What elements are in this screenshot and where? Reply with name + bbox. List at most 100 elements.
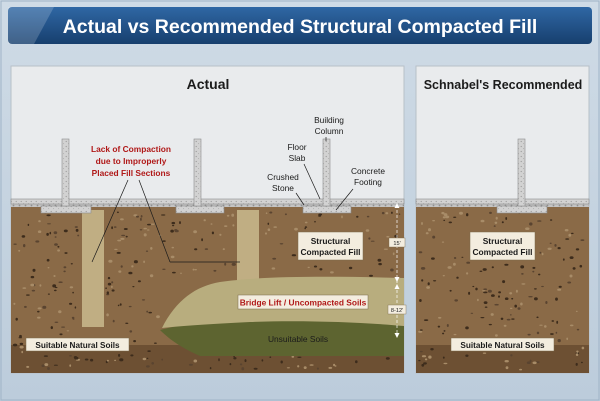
soil-pebble xyxy=(47,293,51,295)
soil-pebble xyxy=(511,318,515,320)
soil-pebble xyxy=(565,238,570,240)
soil-pebble xyxy=(483,291,488,294)
soil-pebble xyxy=(142,357,147,361)
soil-pebble xyxy=(264,232,268,235)
soil-pebble xyxy=(105,287,107,290)
soil-pebble xyxy=(509,314,512,316)
unsuitable-soils-layer xyxy=(160,319,404,356)
soil-pebble xyxy=(461,256,464,258)
soil-pebble xyxy=(203,219,206,222)
soil-pebble xyxy=(231,262,236,266)
soil-pebble xyxy=(466,261,471,264)
soil-pebble xyxy=(532,266,536,269)
soil-texture-recommended xyxy=(418,210,585,371)
soil-pebble xyxy=(49,231,52,235)
soil-pebble xyxy=(18,249,21,252)
soil-pebble xyxy=(149,274,154,278)
uncompacted-column-right xyxy=(237,210,259,280)
soil-pebble xyxy=(355,360,358,364)
soil-pebble xyxy=(117,304,120,307)
soil-pebble xyxy=(150,247,153,250)
soil-pebble xyxy=(517,307,521,310)
structural-compacted-fill-label: Structural Compacted Fill xyxy=(297,231,364,261)
soil-pebble xyxy=(119,358,124,362)
soil-pebble xyxy=(314,220,316,223)
soil-pebble xyxy=(381,211,385,215)
soil-pebble xyxy=(143,227,147,230)
soil-pebble xyxy=(420,267,426,270)
soil-pebble xyxy=(421,279,424,282)
soil-pebble xyxy=(432,220,436,222)
soil-pebble xyxy=(549,219,553,221)
soil-pebble xyxy=(482,352,487,354)
soil-pebble xyxy=(146,229,150,231)
soil-pebble xyxy=(495,216,498,220)
suitable-natural-soils-label-actual: Suitable Natural Soils xyxy=(25,337,130,352)
soil-pebble xyxy=(53,289,57,292)
dimension-marker: 15' 8-12' xyxy=(387,203,407,338)
soil-pebble xyxy=(468,291,471,295)
soil-pebble xyxy=(475,287,478,291)
soil-pebble xyxy=(304,226,308,229)
soil-pebble xyxy=(572,267,576,270)
soil-pebble xyxy=(532,270,535,273)
soil-pebble xyxy=(209,367,212,370)
soil-pebble xyxy=(106,291,110,295)
soil-pebble xyxy=(71,316,75,319)
soil-pebble xyxy=(271,267,276,270)
soil-pebble xyxy=(569,256,574,259)
soil-pebble xyxy=(498,291,501,294)
soil-pebble xyxy=(161,214,166,216)
soil-pebble xyxy=(46,258,50,262)
soil-pebble xyxy=(111,226,113,230)
soil-pebble xyxy=(576,350,579,353)
soil-pebble xyxy=(370,240,375,242)
soil-pebble xyxy=(291,355,295,358)
soil-pebble xyxy=(377,258,382,262)
soil-pebble xyxy=(568,233,572,237)
soil-pebble xyxy=(307,266,310,269)
soil-pebble xyxy=(448,221,452,224)
soil-pebble xyxy=(465,354,469,357)
soil-pebble xyxy=(483,288,488,291)
soil-pebble xyxy=(341,215,343,219)
soil-pebble xyxy=(133,340,137,343)
soil-pebble xyxy=(297,365,300,368)
soil-pebble xyxy=(272,257,277,260)
soil-pebble xyxy=(37,230,42,233)
soil-pebble xyxy=(575,353,579,356)
soil-pebble xyxy=(53,231,58,235)
soil-pebble xyxy=(459,211,463,215)
soil-pebble xyxy=(162,240,166,242)
suitable-natural-soils-label-recommended: Suitable Natural Soils xyxy=(450,337,555,352)
soil-pebble xyxy=(125,322,129,324)
soil-pebble xyxy=(37,316,41,319)
floor-slab xyxy=(10,198,405,205)
soil-pebble xyxy=(74,356,79,360)
soil-pebble xyxy=(269,356,272,359)
soil-pebble xyxy=(421,222,423,225)
soil-pebble xyxy=(498,295,500,298)
soil-pebble xyxy=(31,289,36,292)
soil-pebble xyxy=(12,343,18,347)
soil-pebble xyxy=(501,221,504,224)
soil-pebble xyxy=(21,350,24,354)
soil-pebble xyxy=(453,262,456,266)
crushed-stone-label-line-1: Crushed xyxy=(267,172,299,182)
soil-pebble xyxy=(171,221,176,225)
soil-pebble xyxy=(63,270,66,273)
soil-pebble xyxy=(557,288,562,291)
soil-pebble xyxy=(418,330,423,333)
soil-pebble xyxy=(394,234,398,238)
soil-pebble xyxy=(576,328,580,331)
soil-pebble xyxy=(509,307,513,309)
soil-pebble xyxy=(204,248,209,250)
soil-pebble xyxy=(26,294,30,296)
soil-pebble xyxy=(545,301,548,304)
soil-pebble xyxy=(232,224,235,227)
soil-pebble xyxy=(224,262,227,266)
soil-pebble xyxy=(19,334,22,338)
soil-pebble xyxy=(172,224,175,227)
soil-pebble xyxy=(125,235,128,238)
